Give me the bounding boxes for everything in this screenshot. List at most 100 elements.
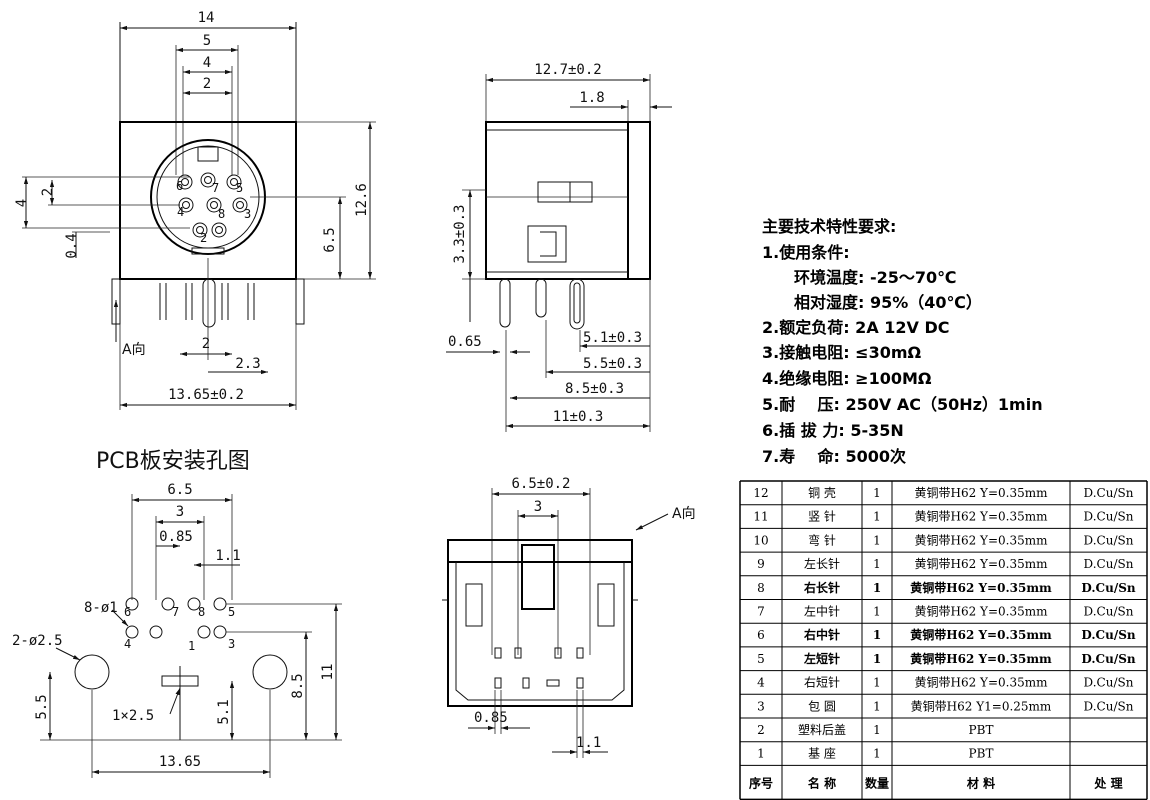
bom-row-name: 右中针	[803, 627, 840, 642]
pcb-dim-11: 11	[320, 664, 336, 681]
spec-line-9: 7.寿 命: 5000次	[762, 447, 906, 466]
bom-row-material: 黄铜带H62 Y=0.35mm	[914, 675, 1048, 690]
bom-row-name: 铜 壳	[808, 485, 836, 500]
bom-row-no: 4	[757, 676, 765, 690]
pcb-title: PCB板安装孔图	[96, 449, 250, 474]
spec-block: 主要技术特性要求: 1.使用条件: 环境温度: -25～70℃ 相对湿度: 95…	[762, 217, 1043, 466]
pcb-dim-2-phi2.5: 2-ø2.5	[12, 633, 63, 649]
bom-row-qty: 1	[873, 557, 881, 571]
spec-line-6: 4.绝缘电阻: ≥100MΩ	[762, 369, 932, 388]
spec-heading: 主要技术特性要求:	[762, 217, 896, 236]
bom-header-finish: 处 理	[1093, 775, 1122, 790]
dim-5.5: 5.5±0.3	[583, 356, 642, 372]
pin-label-7: 7	[212, 181, 219, 195]
bom-row-material: 黄铜带H62 Y=0.35mm	[914, 532, 1048, 547]
pcb-layout-view: PCB板安装孔图 6.5 3 0.85 1.1 6 7 8 5 4 1 3 8-…	[12, 449, 342, 778]
pcb-pin-4: 4	[124, 637, 131, 651]
bom-row-finish: D.Cu/Sn	[1081, 628, 1135, 642]
bom-row-finish: D.Cu/Sn	[1084, 486, 1134, 500]
bom-row-qty: 1	[873, 628, 881, 642]
pcb-dim-5.5: 5.5	[34, 694, 50, 719]
bottom-direction-label-a: A向	[672, 506, 696, 522]
bom-row-no: 9	[757, 557, 765, 571]
pcb-dim-0.85: 0.85	[159, 529, 193, 545]
bom-row-no: 1	[757, 747, 765, 761]
bom-row-name: 基 座	[808, 746, 836, 761]
dim-12.7: 12.7±0.2	[534, 62, 601, 78]
bom-row-finish: D.Cu/Sn	[1084, 676, 1134, 690]
bom-row-material: 黄铜带H62 Y=0.35mm	[914, 604, 1048, 619]
dim-bottom-2: 2	[202, 336, 210, 352]
dim-8.5: 8.5±0.3	[565, 381, 624, 397]
dim-1.8: 1.8	[579, 90, 604, 106]
dim-right-12.6: 12.6	[354, 183, 370, 217]
spec-line-5: 3.接触电阻: ≤30mΩ	[762, 343, 922, 362]
pin-label-4: 4	[177, 205, 184, 219]
bom-row-finish: D.Cu/Sn	[1084, 510, 1134, 524]
bom-row-finish: D.Cu/Sn	[1081, 652, 1135, 666]
dim-4: 4	[203, 55, 211, 71]
dim-left-0.4: 0.4	[64, 233, 80, 258]
bom-row-name: 右长针	[803, 580, 840, 595]
bom-header-qty: 数量	[865, 775, 889, 790]
bom-row-no: 7	[757, 605, 765, 619]
bom-row-name: 左长针	[804, 556, 840, 571]
bom-row-name: 包 圆	[808, 699, 836, 713]
pcb-pin-7: 7	[172, 605, 179, 619]
bom-row-qty: 1	[873, 699, 881, 713]
bom-row-finish: D.Cu/Sn	[1084, 699, 1134, 713]
bom-row-no: 5	[757, 652, 765, 666]
pcb-dim-1x2.5: 1×2.5	[112, 708, 154, 724]
pcb-dim-5.1: 5.1	[216, 699, 232, 724]
pcb-dim-1.1: 1.1	[215, 548, 240, 564]
bom-header-name: 名 称	[808, 775, 836, 790]
bom-row-material: 黄铜带H62 Y=0.35mm	[914, 485, 1048, 500]
spec-line-1: 1.使用条件:	[762, 243, 850, 262]
bom-row-material: 黄铜带H62 Y=0.35mm	[910, 651, 1052, 666]
bom-row-qty: 1	[873, 676, 881, 690]
bom-row-material: 黄铜带H62 Y=0.35mm	[914, 509, 1048, 524]
bom-row-qty: 1	[873, 723, 881, 737]
pcb-pin-5: 5	[228, 605, 235, 619]
bottom-dim-1.1: 1.1	[576, 735, 601, 751]
pcb-dim-8.5: 8.5	[290, 673, 306, 698]
pin-label-8: 8	[218, 207, 225, 221]
bom-row-qty: 1	[873, 605, 881, 619]
bom-row-name: 右短针	[804, 675, 840, 690]
bom-row-finish: D.Cu/Sn	[1084, 605, 1134, 619]
bom-row-no: 3	[757, 699, 765, 713]
bom-row-material: 黄铜带H62 Y1=0.25mm	[911, 698, 1052, 713]
pin-label-5: 5	[236, 181, 243, 195]
bom-row-name: 左中针	[804, 604, 840, 619]
bottom-view: 6.5±0.2 3 A向 0.85 1.1	[442, 476, 696, 758]
dim-bottom-13.65: 13.65±0.2	[168, 387, 244, 403]
dim-right-6.5: 6.5	[322, 227, 338, 252]
bom-row-no: 12	[753, 486, 768, 500]
bom-row-material: 黄铜带H62 Y=0.35mm	[914, 556, 1048, 571]
bom-row-name: 塑料后盖	[798, 722, 846, 737]
dim-11: 11±0.3	[553, 409, 604, 425]
bom-row-material: PBT	[969, 723, 994, 737]
spec-line-4: 2.额定负荷: 2A 12V DC	[762, 318, 950, 337]
pin-label-3: 3	[244, 207, 251, 221]
dim-0.65: 0.65	[448, 334, 482, 350]
bom-row-material: PBT	[969, 747, 994, 761]
pcb-dim-6.5: 6.5	[167, 482, 192, 498]
pcb-pin-1: 1	[188, 639, 195, 653]
bottom-dim-0.85: 0.85	[474, 710, 508, 726]
bom-row-qty: 1	[873, 486, 881, 500]
pcb-dim-3: 3	[176, 504, 184, 520]
bom-row-name: 弯 针	[808, 532, 836, 547]
pcb-pin-6: 6	[124, 605, 131, 619]
front-view: 14 5 4 2 6 7 5 4 8 3 2 4	[14, 10, 376, 410]
pcb-pin-3: 3	[228, 637, 235, 651]
bom-row-no: 8	[757, 581, 765, 595]
dim-5: 5	[203, 33, 211, 49]
bom-row-finish: D.Cu/Sn	[1081, 581, 1135, 595]
dim-bottom-2.3: 2.3	[235, 356, 260, 372]
bom-row-no: 2	[757, 723, 765, 737]
bom-row-name: 竖 针	[808, 509, 836, 524]
bom-header-no: 序号	[749, 775, 773, 790]
